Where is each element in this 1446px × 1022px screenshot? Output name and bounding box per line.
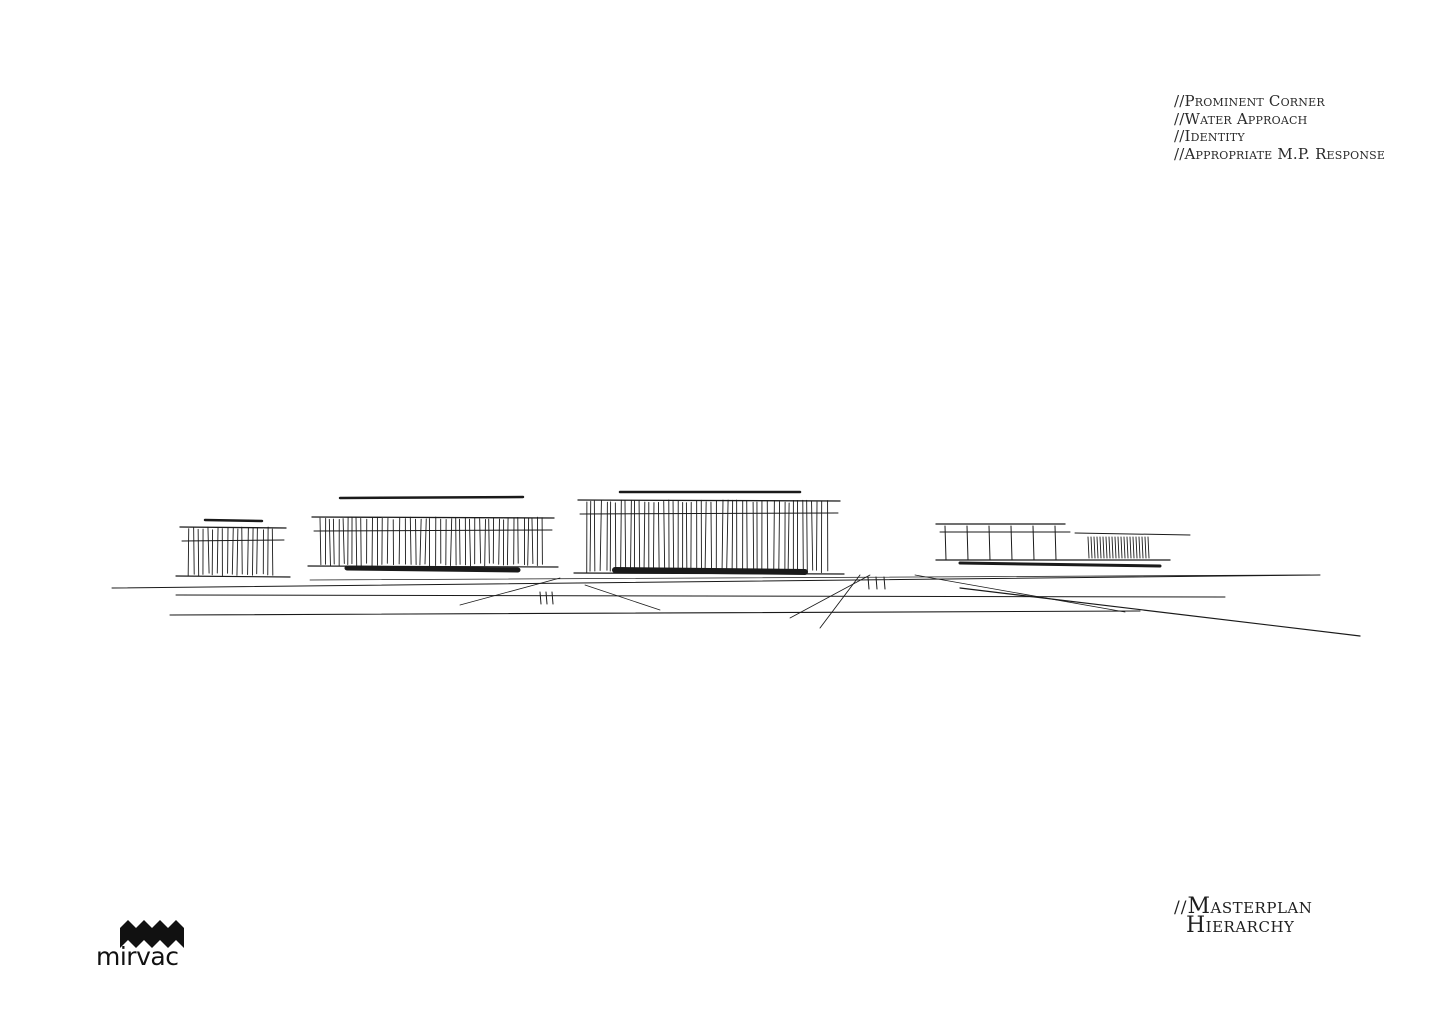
design-note: //Appropriate M.P. Response xyxy=(1174,144,1386,163)
design-note: //Identity xyxy=(1174,127,1245,145)
logo-wordmark: mirvac xyxy=(96,942,179,971)
masterplan-elevation-sketch xyxy=(111,490,1361,637)
title-prefix: // xyxy=(1174,898,1188,918)
title-line-2: Hierarchy xyxy=(1186,913,1295,938)
design-note: //Prominent Corner xyxy=(1174,92,1325,110)
mirvac-logo-mark-icon xyxy=(120,920,184,948)
design-note: //Water Approach xyxy=(1174,109,1308,128)
mirvac-logo: mirvac xyxy=(96,918,192,972)
title-line-1: Masterplan xyxy=(1187,894,1313,919)
page-title: //Masterplan Hierarchy xyxy=(1174,896,1312,938)
design-notes-list: //Prominent Corner //Water Approach //Id… xyxy=(1174,92,1386,163)
